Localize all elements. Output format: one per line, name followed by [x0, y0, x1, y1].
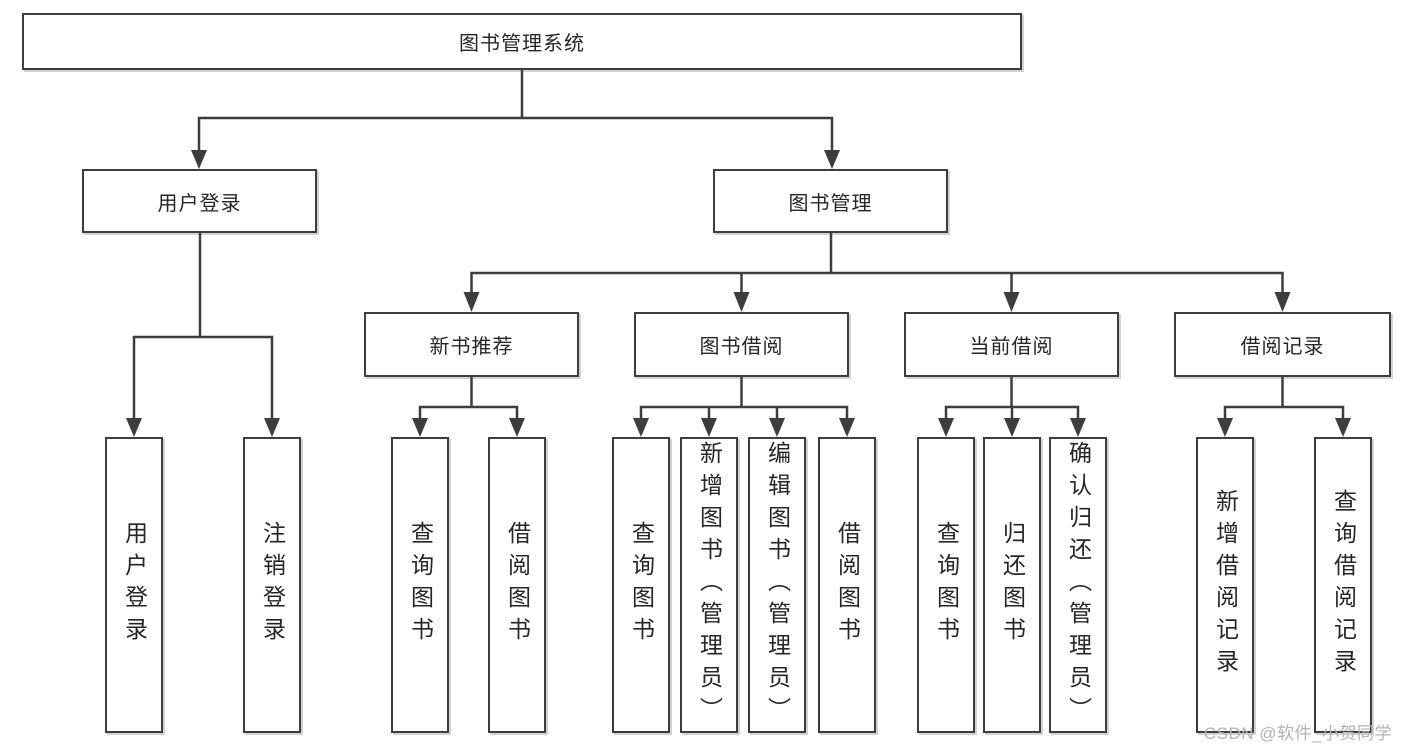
leaf-borrow-books-label: 借阅图书: [834, 521, 861, 649]
leaf-borrow-books-recommend-label: 借阅图书: [504, 521, 531, 649]
leaf-add-borrow-record-label: 新增借阅记录: [1212, 489, 1239, 681]
leaf-return-book-label: 归还图书: [999, 521, 1026, 649]
leaf-query-borrow-record-label: 查询借阅记录: [1330, 489, 1357, 681]
node-root: 图书管理系统: [22, 13, 1022, 70]
node-book-management-label: 图书管理: [788, 192, 873, 215]
watermark-text: CSDN @软件_小贺同学: [1203, 724, 1392, 743]
leaf-query-books-recommend-label: 查询图书: [407, 521, 434, 649]
leaf-query-books-current-label: 查询图书: [933, 521, 960, 649]
leaf-confirm-return-admin: 确认归还（管理员）: [1049, 437, 1107, 733]
node-user-login-label: 用户登录: [157, 192, 242, 215]
leaf-query-borrow-record: 查询借阅记录: [1314, 437, 1372, 733]
leaf-query-books-current: 查询图书: [917, 437, 975, 733]
leaf-user-login-label: 用户登录: [121, 521, 148, 649]
node-current-borrow: 当前借阅: [904, 312, 1119, 377]
leaf-query-books-borrow-label: 查询图书: [628, 521, 655, 649]
leaf-add-book-admin-label: 新增图书（管理员）: [696, 441, 723, 729]
leaf-logout: 注销登录: [243, 437, 301, 733]
node-borrow-records: 借阅记录: [1174, 312, 1391, 377]
node-new-book-recommend: 新书推荐: [364, 312, 579, 377]
leaf-return-book: 归还图书: [983, 437, 1041, 733]
node-borrow-records-label: 借阅记录: [1240, 336, 1325, 358]
leaf-logout-label: 注销登录: [259, 521, 286, 649]
leaf-add-borrow-record: 新增借阅记录: [1196, 437, 1254, 733]
leaf-borrow-books: 借阅图书: [818, 437, 876, 733]
leaf-query-books-borrow: 查询图书: [612, 437, 670, 733]
node-book-management: 图书管理: [713, 169, 948, 233]
arrowhead-group: [126, 150, 1351, 437]
node-current-borrow-label: 当前借阅: [969, 336, 1054, 358]
node-new-book-recommend-label: 新书推荐: [429, 336, 514, 358]
leaf-add-book-admin: 新增图书（管理员）: [680, 437, 738, 733]
node-root-label: 图书管理系统: [459, 33, 585, 55]
leaf-edit-book-admin: 编辑图书（管理员）: [748, 437, 806, 733]
leaf-borrow-books-recommend: 借阅图书: [488, 437, 546, 733]
leaf-query-books-recommend: 查询图书: [391, 437, 449, 733]
node-book-borrow: 图书借阅: [634, 312, 849, 377]
leaf-confirm-return-admin-label: 确认归还（管理员）: [1065, 441, 1092, 729]
leaf-user-login: 用户登录: [105, 437, 163, 733]
node-user-login: 用户登录: [82, 169, 317, 233]
leaf-edit-book-admin-label: 编辑图书（管理员）: [764, 441, 791, 729]
node-book-borrow-label: 图书借阅: [699, 336, 784, 358]
